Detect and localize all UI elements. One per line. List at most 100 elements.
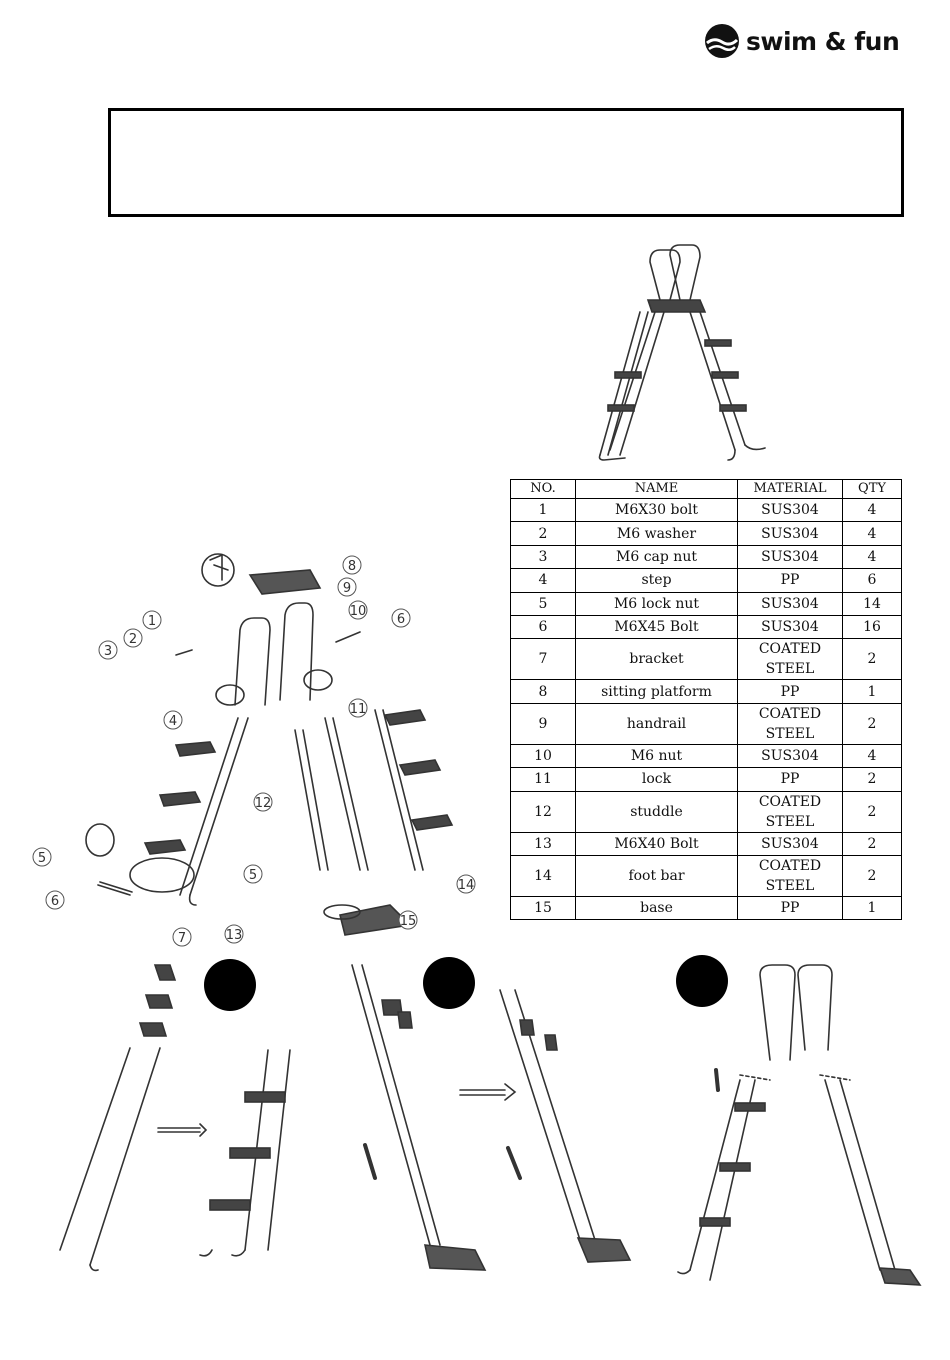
callout-7: 7 [172, 927, 192, 947]
cell-material: COATED STEEL [737, 702, 843, 745]
cell-name: bracket [575, 638, 738, 681]
exploded-view-illustration [85, 553, 454, 936]
cell-material: PP [737, 895, 843, 921]
cell-qty: 1 [842, 679, 902, 704]
cell-qty: 2 [842, 767, 902, 792]
svg-text:8: 8 [348, 559, 356, 574]
callout-5: 5 [32, 847, 52, 867]
cell-no: 2 [510, 521, 576, 546]
cell-no: 4 [510, 568, 576, 593]
step-2-marker [423, 957, 475, 1009]
cell-material: SUS304 [737, 591, 843, 616]
svg-text:3: 3 [104, 644, 112, 659]
cell-no: 1 [510, 497, 576, 523]
svg-text:4: 4 [169, 714, 177, 729]
callout-10: 10 [348, 600, 368, 620]
cell-no: 5 [510, 591, 576, 616]
cell-no: 9 [510, 702, 576, 745]
cell-no: 6 [510, 614, 576, 640]
cell-name: handrail [575, 702, 738, 745]
cell-name: M6X45 Bolt [575, 614, 738, 640]
cell-no: 15 [510, 895, 576, 921]
cell-qty: 6 [842, 568, 902, 593]
svg-text:1: 1 [148, 614, 156, 629]
cell-name: studdle [575, 790, 738, 833]
cell-material: COATED STEEL [737, 790, 843, 833]
callout-8: 8 [342, 555, 362, 575]
cell-material: COATED STEEL [737, 638, 843, 681]
cell-qty: 2 [842, 790, 902, 833]
cell-qty: 2 [842, 831, 902, 856]
callout-13: 13 [224, 924, 244, 944]
svg-text:9: 9 [343, 581, 351, 596]
svg-text:5: 5 [249, 868, 257, 883]
cell-qty: 2 [842, 702, 902, 745]
svg-text:14: 14 [458, 878, 475, 893]
callout-3: 3 [98, 640, 118, 660]
cell-name: M6X30 bolt [575, 497, 738, 523]
header-no: NO. [510, 479, 576, 499]
callout-6: 6 [45, 890, 65, 910]
cell-no: 12 [510, 790, 576, 833]
svg-text:10: 10 [350, 604, 367, 619]
callout-4: 4 [163, 710, 183, 730]
notice-box [108, 108, 904, 217]
cell-material: SUS304 [737, 544, 843, 570]
cell-no: 14 [510, 854, 576, 897]
svg-text:11: 11 [350, 702, 367, 717]
cell-qty: 4 [842, 521, 902, 546]
header-material: MATERIAL [737, 479, 843, 499]
cell-name: M6 cap nut [575, 544, 738, 570]
header-qty: QTY [842, 479, 902, 499]
svg-text:2: 2 [129, 632, 137, 647]
cell-no: 10 [510, 743, 576, 769]
cell-qty: 4 [842, 497, 902, 523]
cell-name: M6 nut [575, 743, 738, 769]
cell-name: lock [575, 767, 738, 792]
callout-6b: 6 [391, 608, 411, 628]
cell-material: SUS304 [737, 497, 843, 523]
brand-logo: swim & fun [704, 20, 914, 62]
svg-text:5: 5 [38, 851, 46, 866]
svg-text:13: 13 [226, 928, 243, 943]
callout-15: 15 [398, 910, 418, 930]
callout-14: 14 [456, 874, 476, 894]
brand-name: swim & fun [746, 26, 900, 56]
cell-material: PP [737, 767, 843, 792]
table-header-row: NO. NAME MATERIAL QTY [510, 479, 902, 499]
cell-no: 11 [510, 767, 576, 792]
callout-9: 9 [337, 577, 357, 597]
cell-name: M6 lock nut [575, 591, 738, 616]
assembled-ladder-illustration [598, 244, 766, 461]
step-2-illustration [351, 964, 632, 1271]
cell-no: 3 [510, 544, 576, 570]
cell-no: 13 [510, 831, 576, 856]
cell-name: sitting platform [575, 679, 738, 704]
svg-text:15: 15 [400, 914, 417, 929]
callout-12: 12 [253, 792, 273, 812]
step-3-illustration [677, 964, 922, 1286]
cell-qty: 2 [842, 854, 902, 897]
cell-name: M6 washer [575, 521, 738, 546]
cell-qty: 2 [842, 638, 902, 681]
cell-no: 8 [510, 679, 576, 704]
cell-material: COATED STEEL [737, 854, 843, 897]
callout-11: 11 [348, 698, 368, 718]
svg-text:6: 6 [51, 894, 59, 909]
cell-material: PP [737, 568, 843, 593]
cell-qty: 4 [842, 743, 902, 769]
